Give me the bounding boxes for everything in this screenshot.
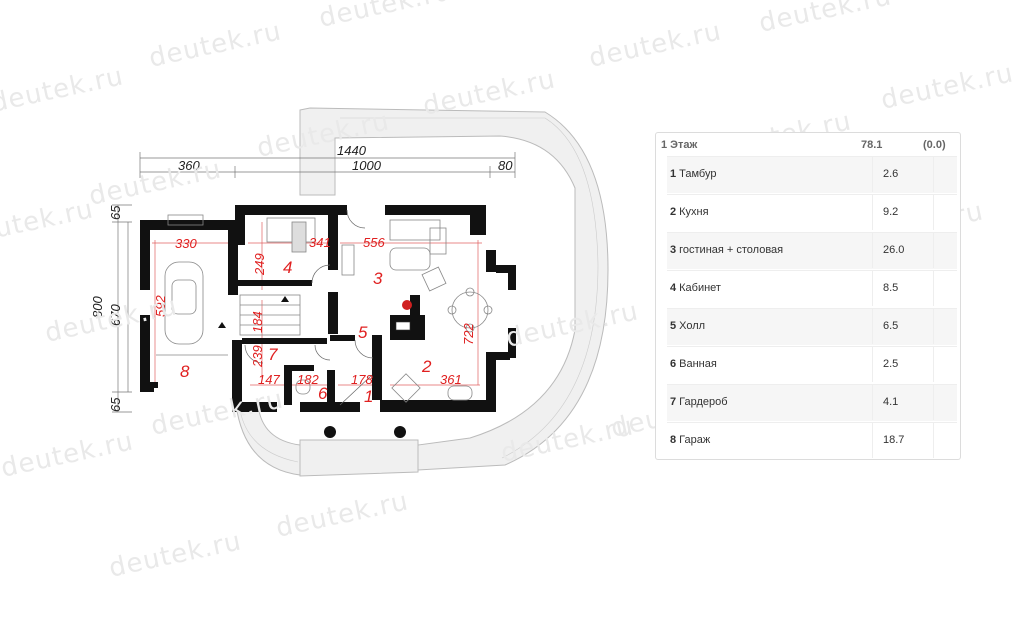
dim-height-total: 800 [90,296,105,318]
room-area: 9.2 [883,206,899,218]
room-number: 8 [670,434,677,446]
dim-kitchen-width: 361 [440,372,462,387]
room-number: 4 [670,282,677,294]
room-number: 7 [670,396,677,408]
dim-wardrobe-width: 147 [258,372,280,387]
room-number: 2 [670,206,677,218]
dim-study-length: 249 [252,253,267,276]
room-label-4: 4 [283,258,292,277]
room-number: 6 [670,358,677,370]
dim-height-mid: 670 [108,304,123,326]
fireplace-icon [402,300,412,310]
room-name: Ванная [679,358,717,370]
room-dimension-lines [152,222,482,386]
dim-study-width: 341 [309,235,331,250]
dim-living-height: 722 [461,323,476,345]
room-label-1: 1 [364,387,373,406]
dim-top-total: 1440 [337,143,367,158]
room-number: 1 [670,168,677,180]
room-number: 5 [670,320,677,332]
dim-vestibule-width: 178 [351,372,373,387]
doors [244,209,374,406]
floor-total-area: 78.1 [861,139,883,151]
room-area: 6.5 [883,320,899,332]
room-name: Кабинет [679,282,721,294]
room-area: 8.5 [883,282,899,294]
room-area: 2.5 [883,358,899,370]
table-header: 1 Этаж 78.1 (0.0) [656,133,960,157]
room-area: 26.0 [883,244,905,256]
floor-title: 1 Этаж [661,139,698,151]
column-right [394,426,406,438]
room-name: Кухня [679,206,709,218]
dim-mid-span: 1000 [352,158,382,173]
room-number: 3 [670,244,677,256]
dim-height-bottom: 65 [108,397,123,412]
column-left [324,426,336,438]
room-label-3: 3 [373,269,383,288]
dim-height-top: 65 [108,205,123,220]
room-area: 4.1 [883,396,899,408]
dimension-lines [112,152,516,413]
dim-bath-width: 182 [297,372,319,387]
room-label-5: 5 [358,323,368,342]
furniture [156,214,493,403]
room-label-7: 7 [268,345,278,364]
dim-left-span: 360 [178,158,200,173]
room-area: 2.6 [883,168,899,180]
room-label-8: 8 [180,362,190,381]
dim-garage-length: 592 [153,295,168,317]
room-name: Гараж [679,434,711,446]
dim-living-width: 556 [363,235,385,250]
room-area: 18.7 [883,434,905,446]
room-name: гостиная + столовая [679,244,784,256]
dim-right-span: 80 [498,158,513,173]
room-name: Гардероб [679,396,728,408]
dim-wardrobe-length: 239 [250,345,265,368]
dim-stair-length: 184 [250,311,265,333]
room-name: Холл [679,320,706,332]
terrace-outline [235,107,609,477]
room-label-6: 6 [318,384,328,403]
floor-extra-area: (0.0) [923,139,946,151]
room-label-2: 2 [421,357,432,376]
dim-garage-width: 330 [175,236,197,251]
room-name: Тамбур [679,168,717,180]
